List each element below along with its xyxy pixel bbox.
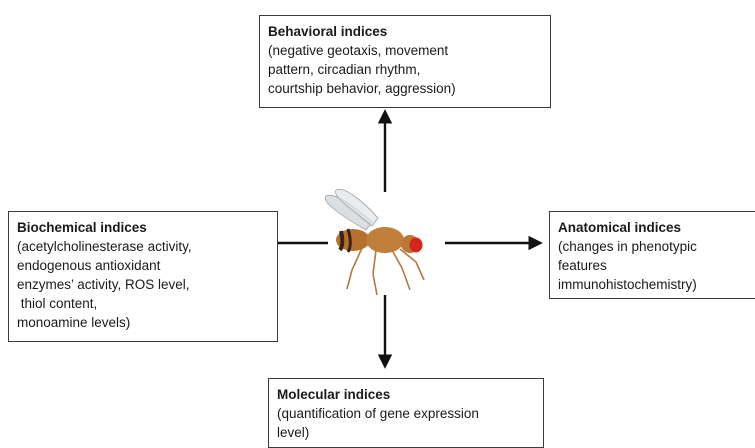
biochemical-line: endogenous antioxidant <box>17 256 269 275</box>
behavioral-indices-title: Behavioral indices <box>268 22 542 41</box>
behavioral-indices-box: Behavioral indices (negative geotaxis, m… <box>259 15 551 108</box>
behavioral-line: pattern, circadian rhythm, <box>268 60 542 79</box>
anatomical-indices-box: Anatomical indices (changes in phenotypi… <box>549 211 755 299</box>
anatomical-line: (changes in phenotypic <box>558 237 747 256</box>
biochemical-indices-title: Biochemical indices <box>17 218 269 237</box>
molecular-indices-box: Molecular indices (quantification of gen… <box>268 378 544 448</box>
molecular-line: level) <box>277 423 535 442</box>
anatomical-line: immunohistochemistry) <box>558 275 747 294</box>
biochemical-line: thiol content, <box>17 294 269 313</box>
biochemical-line: enzymes’ activity, ROS level, <box>17 275 269 294</box>
biochemical-line: monoamine levels) <box>17 313 269 332</box>
molecular-line: (quantification of gene expression <box>277 404 535 423</box>
biochemical-indices-box: Biochemical indices (acetylcholinesteras… <box>8 211 278 342</box>
anatomical-line: features <box>558 256 747 275</box>
behavioral-line: (negative geotaxis, movement <box>268 41 542 60</box>
molecular-indices-title: Molecular indices <box>277 385 535 404</box>
anatomical-indices-title: Anatomical indices <box>558 218 747 237</box>
biochemical-line: (acetylcholinesterase activity, <box>17 237 269 256</box>
behavioral-line: courtship behavior, aggression) <box>268 79 542 98</box>
fruit-fly-icon <box>325 189 424 295</box>
